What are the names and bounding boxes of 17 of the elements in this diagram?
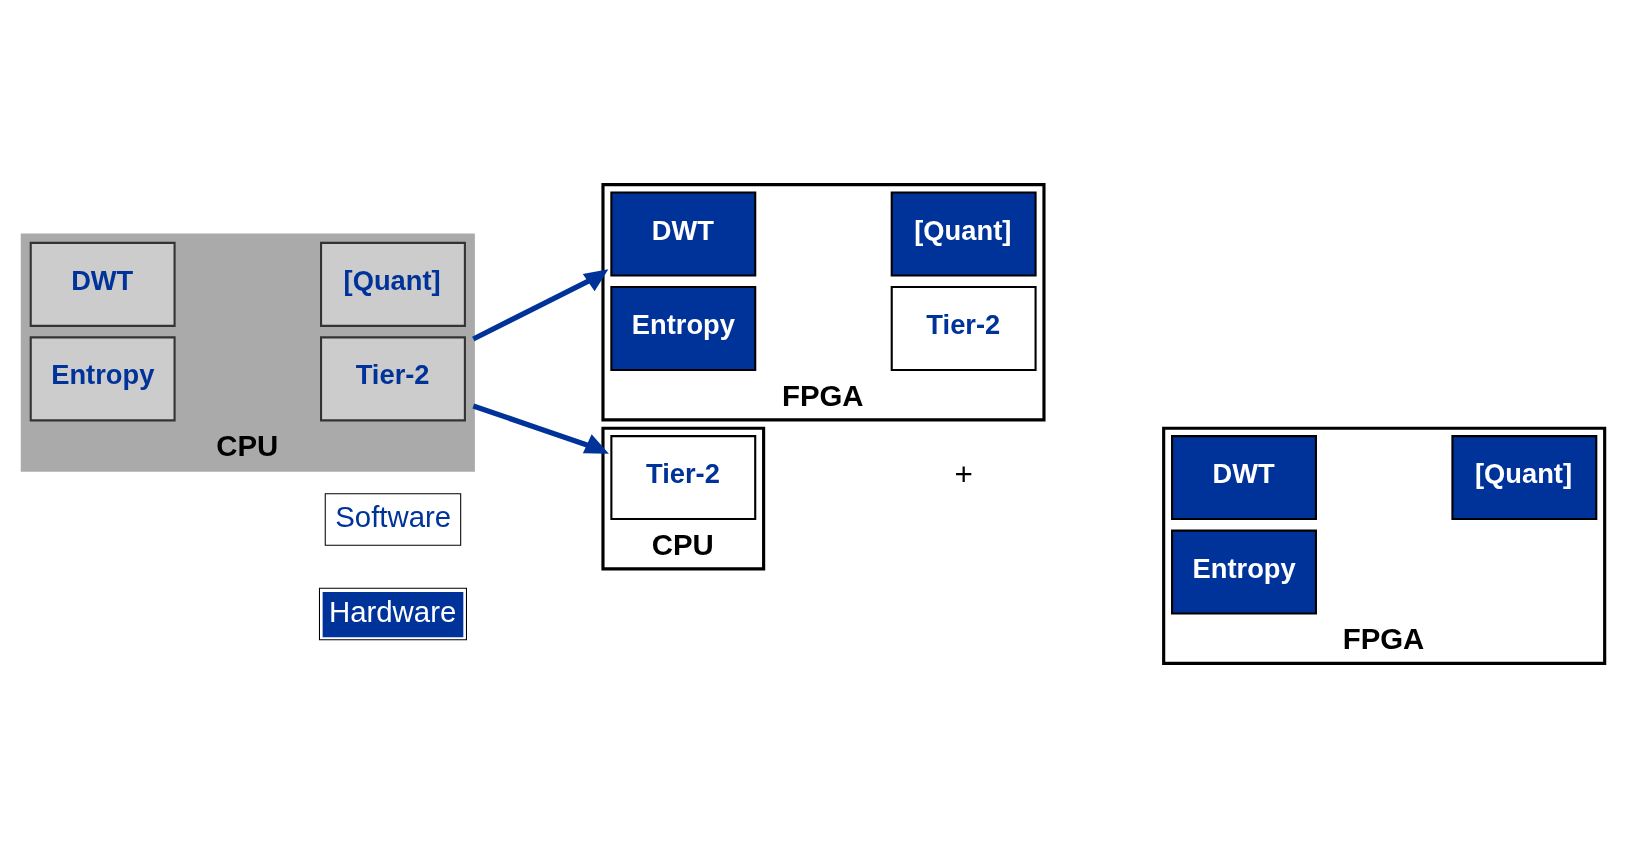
arrow: [471, 269, 608, 342]
arrow: [471, 403, 609, 454]
node-box: [Quant]: [1450, 435, 1597, 521]
node-box: [Quant]: [319, 241, 466, 327]
node-box: Tier-2: [609, 435, 756, 521]
node-box: Entropy: [609, 285, 756, 371]
node-box: Entropy: [29, 336, 176, 422]
label: +: [953, 456, 973, 493]
legend-label: Hardware: [328, 594, 456, 628]
node-box: DWT: [1170, 435, 1317, 521]
legend-label: Software: [334, 500, 451, 534]
node-box: Tier-2: [319, 336, 466, 422]
node-box: Entropy: [1170, 529, 1317, 615]
node-box: [Quant]: [890, 191, 1037, 277]
node-box: DWT: [609, 191, 756, 277]
node-box: DWT: [29, 241, 176, 327]
node-box: Tier-2: [890, 285, 1037, 371]
